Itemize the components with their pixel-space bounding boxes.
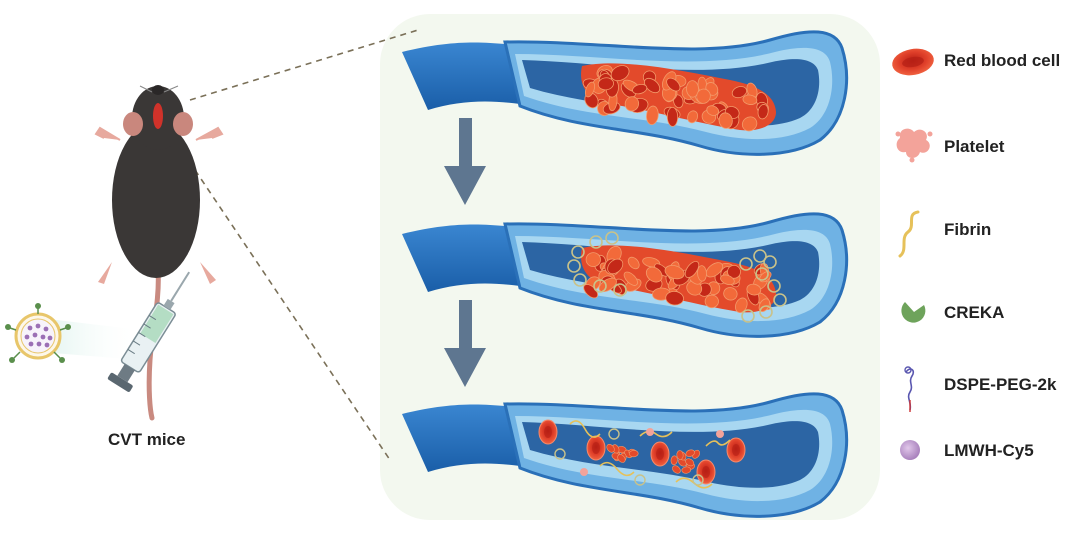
- legend-label-fibrin: Fibrin: [944, 220, 992, 239]
- zoom-line-top: [189, 29, 419, 101]
- legend-label-platelet: Platelet: [944, 137, 1005, 156]
- creka-icon: [901, 302, 926, 323]
- fibrin-icon: [898, 210, 920, 258]
- red-blood-cell-icon: [892, 48, 934, 76]
- bound-nanoparticles: [567, 231, 787, 323]
- thrombus: [581, 245, 776, 314]
- arrow-down-icon: [444, 118, 486, 205]
- liposome-nanoparticle-icon: [5, 303, 140, 363]
- mouse-illustration: [94, 85, 224, 421]
- legend-label-lmwh-cy5: LMWH-Cy5: [944, 441, 1034, 460]
- dspe-peg-icon: [904, 366, 915, 412]
- lmwh-cy5-icon: [900, 440, 920, 460]
- arrow-down-icon: [444, 300, 486, 387]
- dissolved-components: [538, 419, 746, 489]
- legend-label-creka: CREKA: [944, 303, 1005, 322]
- blood-vessel-stage-1: [402, 30, 849, 156]
- blood-vessel-stage-3: [402, 392, 849, 518]
- mouse-caption: CVT mice: [108, 430, 186, 449]
- blood-vessel-stage-2: [402, 212, 849, 338]
- platelet-icon: [895, 128, 933, 163]
- legend-label-red-blood-cell: Red blood cell: [944, 51, 1061, 70]
- syringe-icon: [107, 271, 191, 392]
- legend-label-dspe-peg-2k: DSPE-PEG-2k: [944, 375, 1057, 394]
- thrombus: [581, 63, 776, 132]
- zoom-line-bottom: [194, 169, 391, 461]
